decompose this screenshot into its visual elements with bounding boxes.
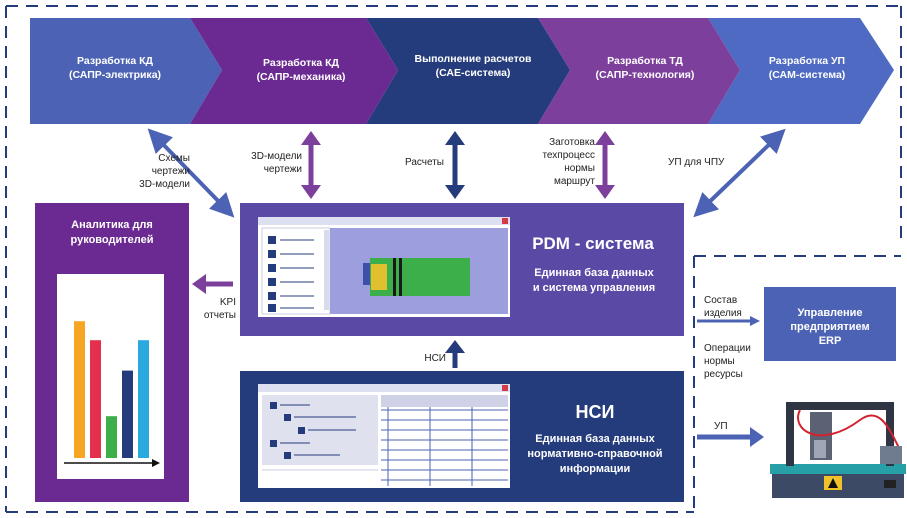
analytics-bars	[74, 321, 149, 458]
arrow-pdm-analytics	[192, 274, 233, 294]
analytics-bar-4	[122, 370, 133, 458]
chevron-cam-label: Разработка УП(САМ-система)	[768, 55, 846, 81]
chevron-tech	[538, 18, 740, 124]
pdm-title: PDM - система	[532, 234, 654, 253]
chevron-cae	[366, 18, 570, 124]
arrow-nsi-pdm	[445, 340, 465, 368]
chevron-electric-label: Разработка КД(САПР-электрика)	[68, 55, 162, 81]
cnc-machine-illustration	[770, 402, 906, 498]
label-nsi-link: НСИ	[424, 353, 446, 364]
chevron-cae-label: Выполнение расчетов(САЕ-система)	[414, 53, 532, 79]
arrow-pdm-up	[697, 427, 764, 447]
arrow-cae-pdm	[445, 131, 465, 199]
arrow-electric-pdm	[147, 128, 235, 218]
label-cam-outputs: УП для ЧПУ	[668, 157, 725, 168]
arrow-pdm-erp	[697, 316, 760, 326]
label-cae-outputs: Расчеты	[405, 157, 444, 168]
chevron-mechanic	[190, 18, 398, 124]
arrow-mechanic-pdm	[301, 131, 321, 199]
label-up: УП	[714, 421, 728, 432]
analytics-bar-1	[74, 321, 85, 458]
analytics-axis	[64, 459, 160, 467]
erp-box	[764, 287, 896, 361]
chevron-cam	[708, 18, 894, 124]
arrow-cam-pdm	[693, 128, 786, 218]
label-electric-outputs: Схемы чертежи 3D-модели	[139, 153, 190, 190]
analytics-bar-2	[90, 340, 101, 458]
chevron-electric	[30, 18, 222, 124]
nsi-title: НСИ	[575, 402, 615, 422]
analytics-bar-3	[106, 416, 117, 458]
dashed-frame	[5, 5, 902, 513]
analytics-bar-5	[138, 340, 149, 458]
nsi-window-screenshot	[258, 384, 510, 488]
label-mechanic-outputs: 3D-модели чертежи	[251, 151, 302, 175]
chevron-mechanic-label: Разработка КД(САПР-механика)	[256, 57, 346, 83]
chevron-tech-label: Разработка ТД(САПР-технология)	[595, 55, 695, 81]
arrow-tech-pdm	[595, 131, 615, 199]
pdm-window-screenshot	[258, 217, 510, 317]
label-tech-outputs: Заготовка техпроцесс нормы маршрут	[542, 137, 595, 187]
